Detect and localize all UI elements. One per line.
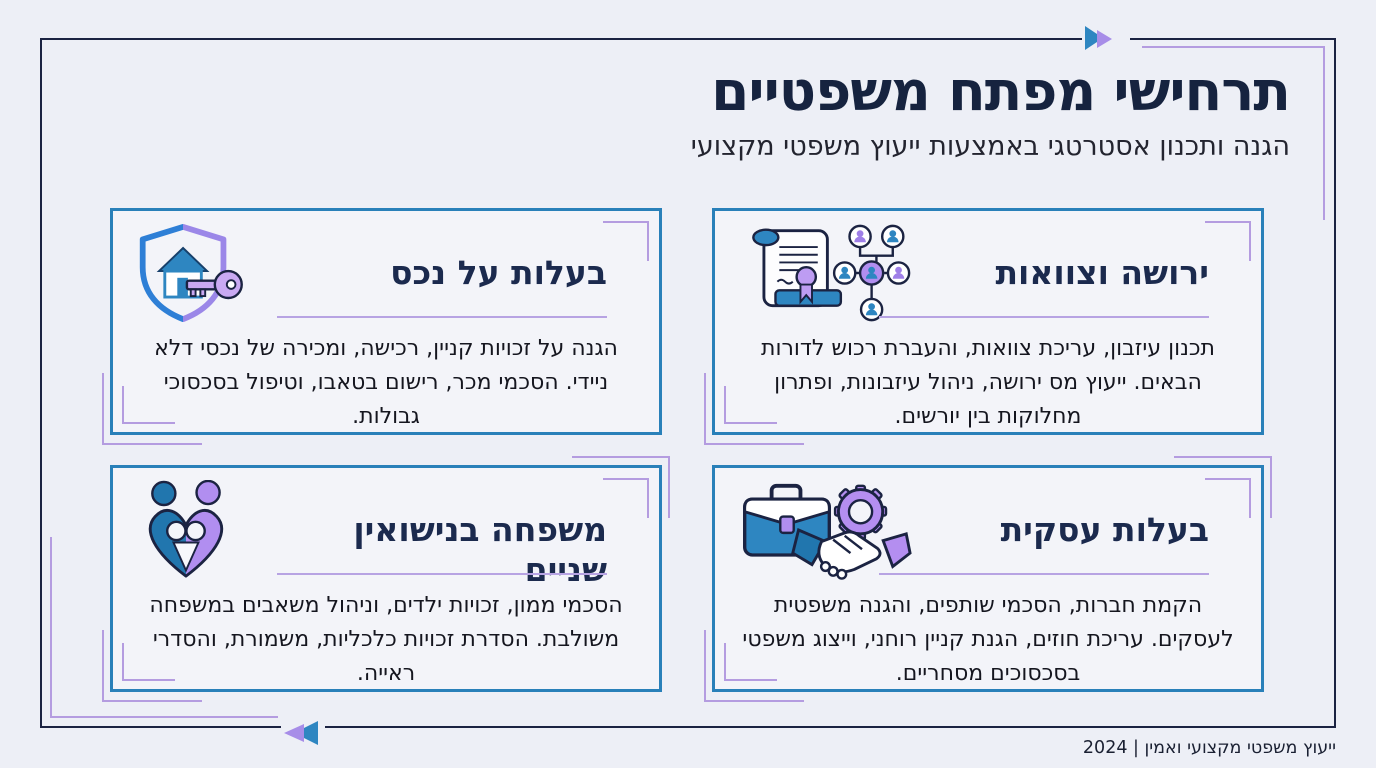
header: תרחישי מפתח משפטיים הגנה ותכנון אסטרטגי … <box>690 59 1291 163</box>
page-subtitle: הגנה ותכנון אסטרטגי באמצעות ייעוץ משפטי … <box>690 131 1290 163</box>
card-title: ירושה וצוואות <box>995 253 1209 292</box>
divider <box>879 316 1209 318</box>
corner-bracket <box>102 630 202 702</box>
corner-bracket <box>122 643 175 681</box>
corner-accent-line <box>50 537 278 718</box>
page-frame <box>40 38 1336 728</box>
shield-house-key-icon <box>135 223 250 323</box>
card-business-ownership: בעלות עסקית הקמת חברות, הסכמי שותפים, וה… <box>704 456 1272 702</box>
blended-family-heart-icon <box>135 480 241 580</box>
card-title: משפחה בנישואין שניים <box>353 510 607 589</box>
card-body: תכנון עיזבון, עריכת צוואות, והעברת רכוש … <box>761 336 1215 429</box>
card-body: הסכמי ממון, זכויות ילדים, וניהול משאבים … <box>149 593 623 686</box>
will-scroll-family-tree-icon <box>737 223 914 323</box>
corner-bracket <box>704 373 804 445</box>
corner-bracket <box>724 386 777 424</box>
corner-bracket <box>603 478 649 518</box>
card-body: הקמת חברות, הסכמי שותפים, והגנה משפטית ל… <box>742 593 1234 686</box>
corner-bracket <box>122 386 175 424</box>
page-title: תרחישי מפתח משפטיים <box>711 59 1291 123</box>
corner-bracket <box>724 643 777 681</box>
divider <box>879 573 1209 575</box>
corner-bracket <box>704 630 804 702</box>
triangle-accent-purple-icon <box>284 724 304 742</box>
corner-bracket <box>603 221 649 261</box>
corner-bracket <box>1205 221 1251 261</box>
card-title: בעלות על נכס <box>390 253 607 292</box>
corner-accent-line <box>1142 46 1325 220</box>
briefcase-gear-handshake-icon <box>737 480 914 580</box>
card-inheritance-wills: ירושה וצוואות תכנון עיזבון, עריכת צוואות… <box>704 208 1264 445</box>
card-body: הגנה על זכויות קניין, רכישה, ומכירה של נ… <box>154 336 618 429</box>
card-property-ownership: בעלות על נכס הגנה על זכויות קניין, רכישה… <box>102 208 662 445</box>
corner-bracket <box>102 373 202 445</box>
card-second-marriage-family: משפחה בנישואין שניים הסכמי ממון, זכויות … <box>102 456 670 702</box>
divider <box>277 316 607 318</box>
divider <box>277 573 607 575</box>
card-title: בעלות עסקית <box>1000 510 1209 549</box>
footer-tagline: ייעוץ משפטי מקצועי ואמין | 2024 <box>1082 738 1336 758</box>
corner-bracket <box>1205 478 1251 518</box>
triangle-accent-purple-icon <box>1097 30 1112 48</box>
corner-bracket <box>572 456 670 518</box>
corner-bracket <box>1174 456 1272 518</box>
